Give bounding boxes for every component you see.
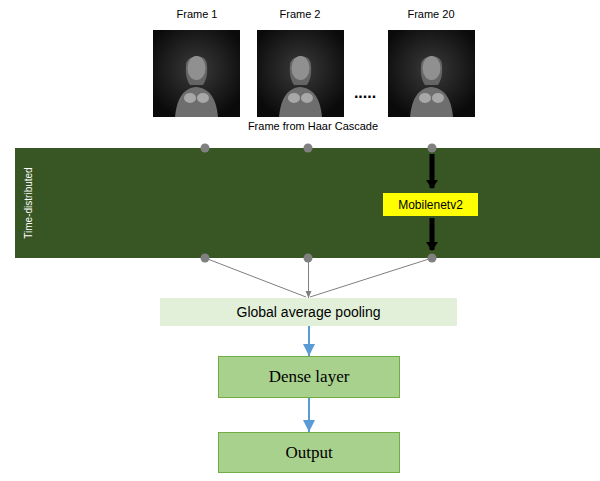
band-arrows	[15, 148, 600, 258]
caption-label: Frame from Haar Cascade	[248, 120, 378, 132]
flow-arrow	[308, 326, 310, 356]
node-text: Dense layer	[269, 367, 350, 387]
flow-arrow	[308, 258, 309, 298]
ellipsis-mark: .....	[354, 84, 376, 102]
node-text: Mobilenetv2	[398, 198, 463, 212]
pooling-box: Global average pooling	[160, 298, 457, 326]
node-text: Global average pooling	[237, 304, 381, 320]
node-text: Time-distributed	[23, 167, 34, 238]
dense-box: Dense layer	[218, 356, 400, 398]
flow-arrow	[308, 398, 310, 432]
node-text: Output	[285, 443, 332, 463]
frame-label: Frame 2	[280, 8, 321, 20]
output-box: Output	[218, 432, 400, 473]
frame-label: Frame 1	[177, 8, 218, 20]
time-distributed-band: Time-distributed Mobilenetv2	[15, 148, 600, 258]
frame-label: Frame 20	[407, 8, 454, 20]
model-box: Mobilenetv2	[383, 193, 478, 216]
